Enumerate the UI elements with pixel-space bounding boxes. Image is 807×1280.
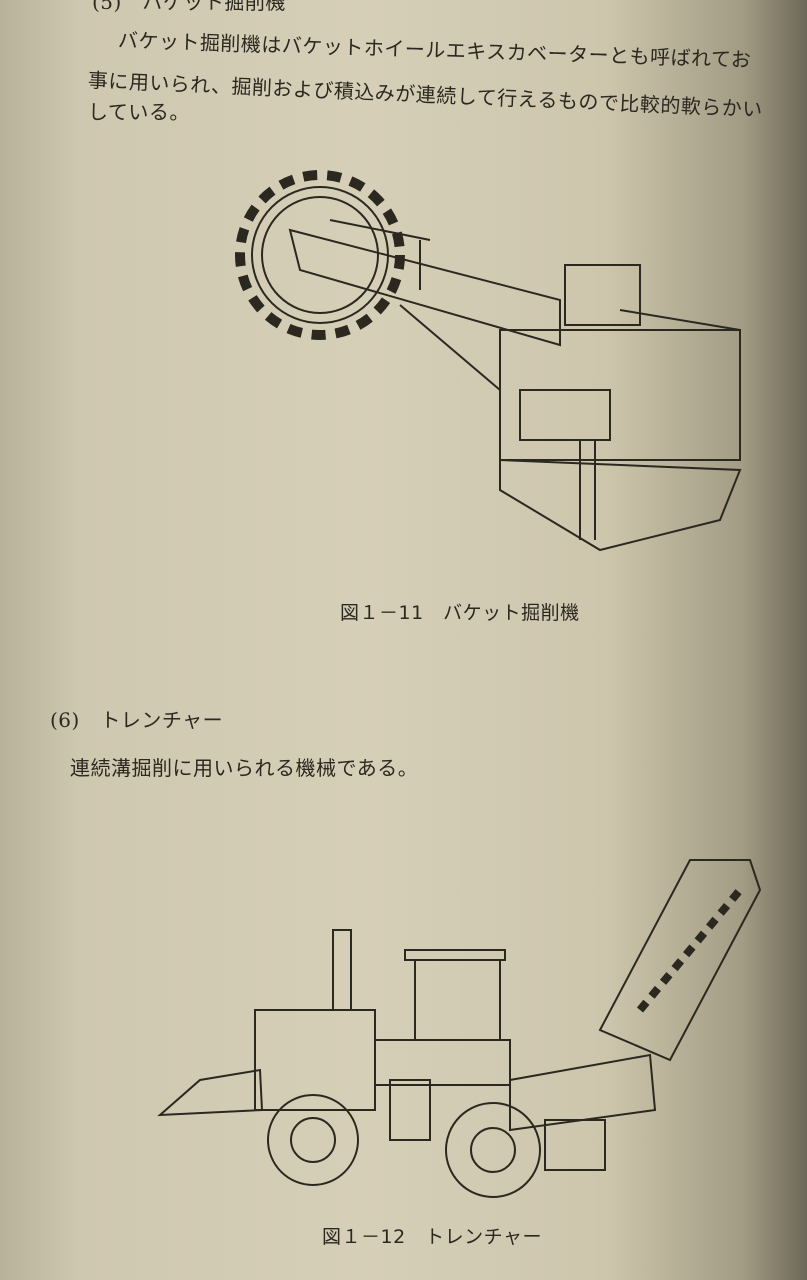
trencher-illustration	[157, 859, 762, 1198]
section6-text: 連続溝掘削に用いられる機械である。	[70, 756, 419, 780]
section5-line-3: している。	[88, 100, 190, 124]
figure11-caption: 図１－11 バケット掘削機	[340, 602, 580, 624]
section6-heading: (6) トレンチャー	[50, 708, 224, 732]
bucket-wheel-excavator-illustration	[235, 170, 742, 552]
figure12-caption: 図１－12 トレンチャー	[322, 1226, 542, 1248]
section5-heading: (5) バケット掘削機	[92, 0, 286, 14]
